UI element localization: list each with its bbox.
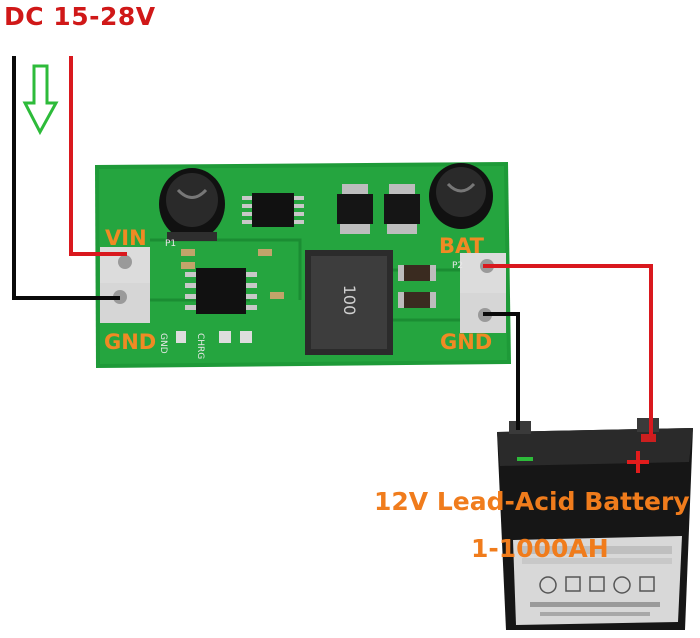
gnd-input-pad-label: GND bbox=[104, 330, 157, 354]
capacitor-left bbox=[159, 168, 225, 241]
silk-p1: P1 bbox=[165, 239, 176, 249]
ic-top bbox=[242, 193, 304, 227]
lead-acid-battery bbox=[497, 418, 693, 630]
down-arrow-icon bbox=[22, 64, 59, 136]
mosfet-2 bbox=[384, 184, 420, 234]
vin-pad-label: VIN bbox=[105, 226, 147, 250]
supply-voltage-label: DC 15-28V bbox=[4, 2, 156, 31]
bat-pad-label: BAT bbox=[439, 234, 484, 258]
input-negative-wire bbox=[12, 56, 120, 300]
silk-p2: P2 bbox=[452, 261, 463, 271]
silk-gnd: GND bbox=[158, 333, 168, 354]
output-positive-wire bbox=[483, 264, 653, 436]
ic-bottom bbox=[185, 268, 257, 314]
input-positive-wire bbox=[69, 56, 127, 256]
mosfet-1 bbox=[337, 184, 373, 234]
inductor: 100 bbox=[305, 250, 393, 355]
inductor-marking: 100 bbox=[340, 285, 359, 316]
plus-sign-icon bbox=[627, 451, 649, 473]
battery-capacity-label: 1-1000AH bbox=[471, 534, 609, 563]
battery-type-label: 12V Lead-Acid Battery bbox=[374, 487, 690, 516]
led-indicators bbox=[176, 331, 252, 343]
minus-sign-icon bbox=[517, 457, 533, 461]
positive-terminal-cover bbox=[641, 434, 656, 442]
wires bbox=[12, 56, 653, 436]
capacitor-right bbox=[429, 163, 493, 229]
pad-bat bbox=[460, 253, 506, 293]
gnd-output-pad-label: GND bbox=[440, 330, 493, 354]
charger-pcb: 100 P1 P2 CHRG GND bbox=[95, 162, 511, 368]
output-negative-wire bbox=[483, 312, 520, 430]
silk-chrg: CHRG bbox=[195, 333, 205, 359]
pad-gnd-in bbox=[100, 283, 150, 323]
